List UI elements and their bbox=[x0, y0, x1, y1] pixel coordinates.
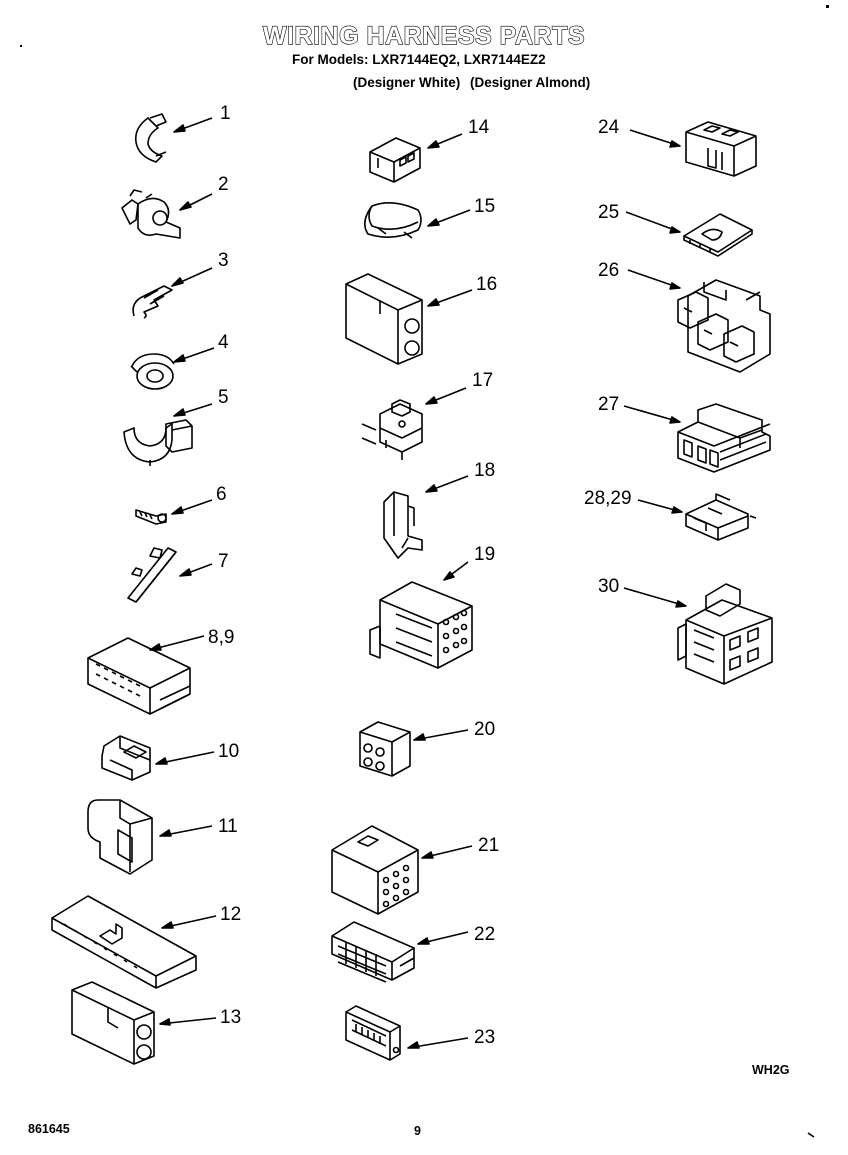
edge-connector-icon bbox=[345, 1005, 401, 1061]
part-11[interactable]: 11 bbox=[87, 799, 238, 875]
wafer-board-icon bbox=[683, 213, 753, 257]
part-label: 20 bbox=[474, 719, 495, 740]
rail-connector-icon bbox=[677, 403, 771, 473]
part-label: 1 bbox=[220, 103, 231, 124]
part-label: 13 bbox=[220, 1007, 241, 1028]
crop-marks bbox=[20, 5, 829, 1138]
part-label: 28,29 bbox=[584, 488, 632, 509]
variant-almond: (Designer Almond) bbox=[470, 75, 591, 90]
part-20[interactable]: 20 bbox=[359, 719, 495, 777]
page-number: 9 bbox=[414, 1124, 421, 1138]
part-14[interactable]: 14 bbox=[369, 117, 490, 183]
part-2[interactable]: 2 bbox=[121, 174, 229, 239]
part-26[interactable]: 26 bbox=[598, 260, 771, 373]
two-way-connector-icon bbox=[71, 981, 155, 1065]
insulator-sleeve-icon bbox=[364, 202, 422, 239]
page-title: WIRING HARNESS PARTS bbox=[0, 21, 848, 51]
part-15[interactable]: 15 bbox=[364, 196, 495, 239]
spring-clip-icon bbox=[132, 285, 173, 319]
multi-socket-block-icon bbox=[677, 583, 773, 685]
block-connector-icon bbox=[685, 121, 757, 177]
wire-clamp-icon bbox=[121, 189, 181, 239]
two-pin-plug-icon bbox=[345, 273, 423, 365]
part-label: 6 bbox=[216, 484, 227, 505]
part-label: 2 bbox=[218, 174, 229, 195]
part-1[interactable]: 1 bbox=[134, 103, 231, 163]
part-27[interactable]: 27 bbox=[598, 394, 771, 473]
part-label: 5 bbox=[218, 387, 229, 408]
part-6[interactable]: 6 bbox=[135, 484, 227, 525]
part-label: 26 bbox=[598, 260, 619, 281]
part-7[interactable]: 7 bbox=[127, 547, 229, 603]
arrowhead bbox=[173, 124, 186, 133]
part-17[interactable]: 17 bbox=[361, 370, 493, 460]
part-label: 7 bbox=[218, 551, 229, 572]
part-label: 14 bbox=[468, 117, 490, 138]
part-21[interactable]: 21 bbox=[331, 825, 499, 915]
diagram-code: WH2G bbox=[752, 1063, 790, 1077]
strap-clip-icon bbox=[123, 419, 193, 466]
twelve-pin-connector-icon bbox=[369, 581, 473, 669]
part-5[interactable]: 5 bbox=[123, 387, 229, 466]
part-28-29[interactable]: 28,29 bbox=[584, 488, 757, 541]
latch-clip-icon bbox=[383, 491, 423, 559]
part-label: 4 bbox=[218, 332, 229, 353]
part-label: 21 bbox=[478, 835, 499, 856]
part-label: 10 bbox=[218, 741, 239, 762]
terminal-strip-icon bbox=[51, 895, 197, 989]
title-text: WIRING HARNESS PARTS bbox=[262, 21, 586, 50]
four-pin-connector-icon bbox=[359, 721, 411, 777]
part-label: 11 bbox=[218, 816, 238, 837]
part-label: 25 bbox=[598, 202, 619, 223]
part-8-9[interactable]: 8,9 bbox=[87, 627, 234, 715]
part-13[interactable]: 13 bbox=[71, 981, 241, 1065]
part-23[interactable]: 23 bbox=[345, 1005, 495, 1061]
part-label: 3 bbox=[218, 250, 229, 271]
part-label: 19 bbox=[474, 544, 495, 565]
part-30[interactable]: 30 bbox=[598, 576, 773, 685]
part-4[interactable]: 4 bbox=[130, 332, 229, 390]
part-label: 27 bbox=[598, 394, 619, 415]
part-label: 30 bbox=[598, 576, 619, 597]
part-18[interactable]: 18 bbox=[383, 460, 495, 559]
cross-connector-icon bbox=[361, 399, 423, 460]
variants-line: (Designer White) (Designer Almond) bbox=[353, 75, 596, 90]
part-label: 8,9 bbox=[208, 627, 234, 648]
variant-white: (Designer White) bbox=[353, 75, 461, 90]
models-line: For Models: LXR7144EQ2, LXR7144EZ2 bbox=[292, 52, 546, 67]
part-label: 15 bbox=[474, 196, 495, 217]
triple-socket-icon bbox=[677, 279, 771, 373]
u-clip-icon bbox=[685, 493, 757, 541]
part-label: 16 bbox=[476, 274, 497, 295]
part-label: 12 bbox=[220, 904, 241, 925]
cable-clip-icon bbox=[134, 113, 167, 163]
screw-icon bbox=[135, 509, 167, 525]
nine-pin-connector-icon bbox=[331, 825, 419, 915]
tie-mount-icon bbox=[127, 547, 177, 603]
grommet-icon bbox=[130, 353, 175, 390]
part-19[interactable]: 19 bbox=[369, 544, 495, 669]
part-label: 22 bbox=[474, 924, 495, 945]
small-connector-icon bbox=[369, 137, 421, 183]
part-12[interactable]: 12 bbox=[51, 895, 241, 989]
grid-connector-icon bbox=[331, 921, 415, 983]
document-number: 861645 bbox=[28, 1122, 70, 1136]
part-24[interactable]: 24 bbox=[598, 117, 757, 177]
part-25[interactable]: 25 bbox=[598, 202, 753, 257]
part-22[interactable]: 22 bbox=[331, 921, 495, 983]
part-label: 24 bbox=[598, 117, 620, 138]
connector-housing-icon bbox=[87, 799, 153, 875]
multi-pin-housing-icon bbox=[87, 637, 191, 715]
part-label: 17 bbox=[472, 370, 493, 391]
part-16[interactable]: 16 bbox=[345, 273, 497, 365]
part-label: 18 bbox=[474, 460, 495, 481]
part-10[interactable]: 10 bbox=[101, 735, 239, 781]
part-label: 23 bbox=[474, 1027, 495, 1048]
part-3[interactable]: 3 bbox=[132, 250, 229, 319]
terminal-housing-icon bbox=[101, 735, 151, 781]
